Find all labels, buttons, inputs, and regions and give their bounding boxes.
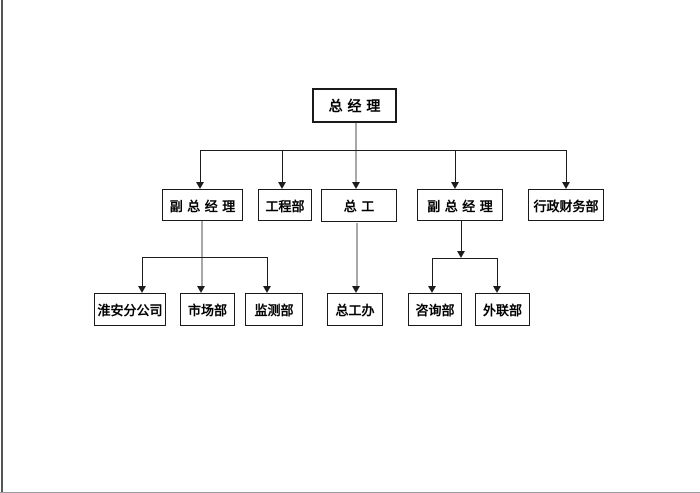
connector-drop-engineering	[282, 150, 284, 183]
connector-drop-external-liaison	[497, 258, 499, 287]
page-bottom-edge	[0, 491, 700, 493]
arrowhead-engineering	[278, 182, 286, 189]
arrowhead-monitoring	[263, 286, 271, 293]
connector-right-subtree-horizontal	[432, 258, 498, 260]
node-monitoring-dept: 监测部	[245, 293, 303, 326]
node-deputy-gm-right: 副 总 经 理	[417, 189, 503, 221]
arrowhead-right-junction	[457, 251, 465, 258]
node-engineering-dept: 工程部	[258, 189, 312, 221]
connector-drop-admin-finance	[566, 150, 568, 183]
node-chief-engineer: 总 工	[321, 189, 397, 222]
arrowhead-marketing	[197, 286, 205, 293]
arrowhead-chief-engineer-office	[352, 286, 360, 293]
connector-deputy-left-vertical	[201, 221, 203, 287]
arrowhead-chief-engineer	[352, 182, 360, 189]
arrowhead-deputy-gm-right	[451, 182, 459, 189]
connector-drop-deputy-gm-right	[455, 150, 457, 183]
node-chief-engineer-office: 总工办	[327, 293, 383, 326]
connector-chief-engineer-vertical	[356, 223, 358, 287]
arrowhead-consulting	[428, 286, 436, 293]
arrowhead-external-liaison	[493, 286, 501, 293]
arrowhead-deputy-gm-left	[196, 182, 204, 189]
arrowhead-huaian-branch	[138, 286, 146, 293]
node-marketing-dept: 市场部	[180, 293, 235, 326]
node-consulting-dept: 咨询部	[408, 293, 462, 326]
node-general-manager: 总 经 理	[312, 88, 397, 123]
node-external-liaison-dept: 外联部	[475, 293, 530, 326]
connector-drop-monitoring	[267, 257, 269, 287]
connector-drop-consulting	[432, 258, 434, 287]
connector-deputy-right-vertical	[461, 221, 463, 252]
connector-level2-horizontal	[200, 150, 567, 152]
node-admin-finance-dept: 行政财务部	[528, 189, 604, 221]
page-left-edge	[1, 0, 3, 493]
node-deputy-gm-left: 副 总 经 理	[162, 189, 243, 221]
connector-gm-vertical	[355, 123, 357, 185]
connector-drop-huaian-branch	[142, 257, 144, 287]
connector-left-subtree-horizontal	[142, 257, 268, 259]
connector-drop-deputy-gm-left	[200, 150, 202, 183]
node-huaian-branch: 淮安分公司	[94, 293, 166, 326]
arrowhead-admin-finance	[562, 182, 570, 189]
